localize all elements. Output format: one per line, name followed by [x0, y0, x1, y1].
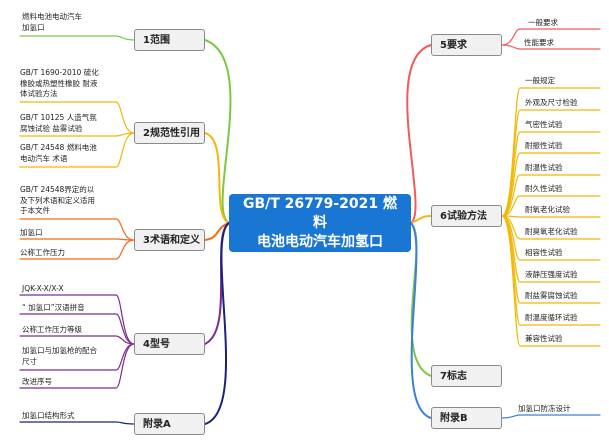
leaf-test-vibration[interactable]: 耐振性试验 [525, 141, 563, 150]
refs-connector-2 [19, 132, 135, 168]
branch-appendix-b [410, 222, 432, 419]
leaf-test-durability[interactable]: 耐久性试验 [525, 184, 563, 193]
topic-terms-definitions[interactable]: 3术语和定义 [134, 229, 205, 251]
tests-connector-4 [501, 174, 601, 217]
central-topic[interactable]: GB/T 26779-2021 燃料 电池电动汽车加氢口 [229, 194, 411, 252]
leaf-test-ozone-aging[interactable]: 耐臭氧老化试验 [525, 227, 578, 236]
branch-refs [204, 132, 230, 224]
branch-req [406, 44, 432, 224]
leaf-test-oxygen-aging[interactable]: 耐氧老化试验 [525, 205, 570, 214]
leaf-model-revision[interactable]: 改进序号 [22, 377, 52, 386]
leaf-test-airtightness[interactable]: 气密性试验 [525, 120, 563, 129]
leaf-test-general[interactable]: 一般规定 [525, 76, 555, 85]
tests-connector-1 [501, 109, 601, 217]
leaf-test-temperature[interactable]: 耐温性试验 [525, 163, 563, 172]
leaf-test-salt-spray[interactable]: 耐盐雾腐蚀试验 [525, 291, 578, 300]
topic-scope[interactable]: 1范围 [134, 29, 205, 51]
leaf-appendix-a-structure[interactable]: 加氢口结构形式 [22, 411, 75, 420]
leaf-model-pressure-level[interactable]: 公称工作压力等级 [22, 325, 82, 334]
leaf-test-compatibility-material[interactable]: 相容性试验 [525, 248, 563, 257]
topic-model[interactable]: 4型号 [134, 333, 205, 355]
branch-tests [410, 215, 432, 224]
model-connector-2 [19, 335, 135, 345]
req-connector-0 [501, 28, 601, 46]
req-connector-1 [501, 44, 601, 50]
terms-connector-0 [19, 218, 135, 241]
leaf-ref-gbt24548[interactable]: GB/T 24548 燃料电池 电动汽车 术语 [20, 143, 97, 163]
topic-marking[interactable]: 7标志 [431, 365, 502, 387]
refs-connector-0 [19, 101, 135, 134]
leaf-term-receptacle[interactable]: 加氢口 [20, 228, 43, 237]
leaf-req-performance[interactable]: 性能要求 [524, 38, 554, 47]
leaf-appendix-b-antifreeze[interactable]: 加氢口防冻设计 [518, 404, 571, 413]
scope-connector-0 [19, 35, 135, 41]
topic-normative-references[interactable]: 2规范性引用 [134, 122, 205, 144]
leaf-model-code[interactable]: JQK-X-X/X-X [22, 284, 64, 293]
model-connector-1 [19, 313, 135, 345]
leaf-ref-gbt10125[interactable]: GB/T 10125 人造气氛 腐蚀试验 盐雾试验 [20, 113, 97, 133]
tests-connector-6 [501, 215, 601, 218]
model-connector-4 [19, 343, 135, 389]
topic-appendix-a[interactable]: 附录A [134, 413, 205, 435]
tests-connector-2 [501, 131, 601, 217]
topic-test-methods[interactable]: 6试验方法 [431, 205, 502, 227]
terms-connector-2 [19, 239, 135, 260]
branch-appendix-a [204, 222, 230, 425]
leaf-test-temp-cycle[interactable]: 耐温度循环试验 [525, 313, 578, 322]
appendix-b-connector-0 [501, 414, 601, 419]
leaf-model-pinyin[interactable]: “ 加氢口”汉语拼音 [22, 303, 85, 312]
leaf-terms-applicability[interactable]: GB/T 24548界定的以 及下列术语和定义适用 于本文件 [20, 185, 95, 215]
refs-connector-1 [19, 132, 135, 137]
tests-connector-12 [501, 215, 601, 347]
topic-requirements[interactable]: 5要求 [431, 34, 502, 56]
leaf-test-appearance[interactable]: 外观及尺寸检验 [525, 98, 578, 107]
branch-scope [204, 39, 232, 224]
leaf-term-nominal-pressure[interactable]: 公称工作压力 [20, 248, 65, 257]
topic-appendix-b[interactable]: 附录B [431, 407, 502, 429]
leaf-model-fit-dimension[interactable]: 加氢口与加氢枪的配合 尺寸 [22, 346, 97, 366]
leaf-ref-gbt1690[interactable]: GB/T 1690-2010 硫化 橡胶或热塑性橡胶 耐液 体试验方法 [20, 68, 99, 98]
terms-connector-1 [19, 238, 135, 241]
tests-connector-5 [501, 195, 601, 217]
leaf-test-interchangeability[interactable]: 兼容性试验 [525, 334, 563, 343]
leaf-scope-vehicle-receptacle[interactable]: 燃料电池电动汽车 加氢口 [22, 12, 82, 32]
leaf-req-general[interactable]: 一般要求 [528, 18, 558, 27]
leaf-test-hydrostatic[interactable]: 液静压强度试验 [525, 270, 578, 279]
appendix-a-connector-0 [19, 421, 135, 425]
